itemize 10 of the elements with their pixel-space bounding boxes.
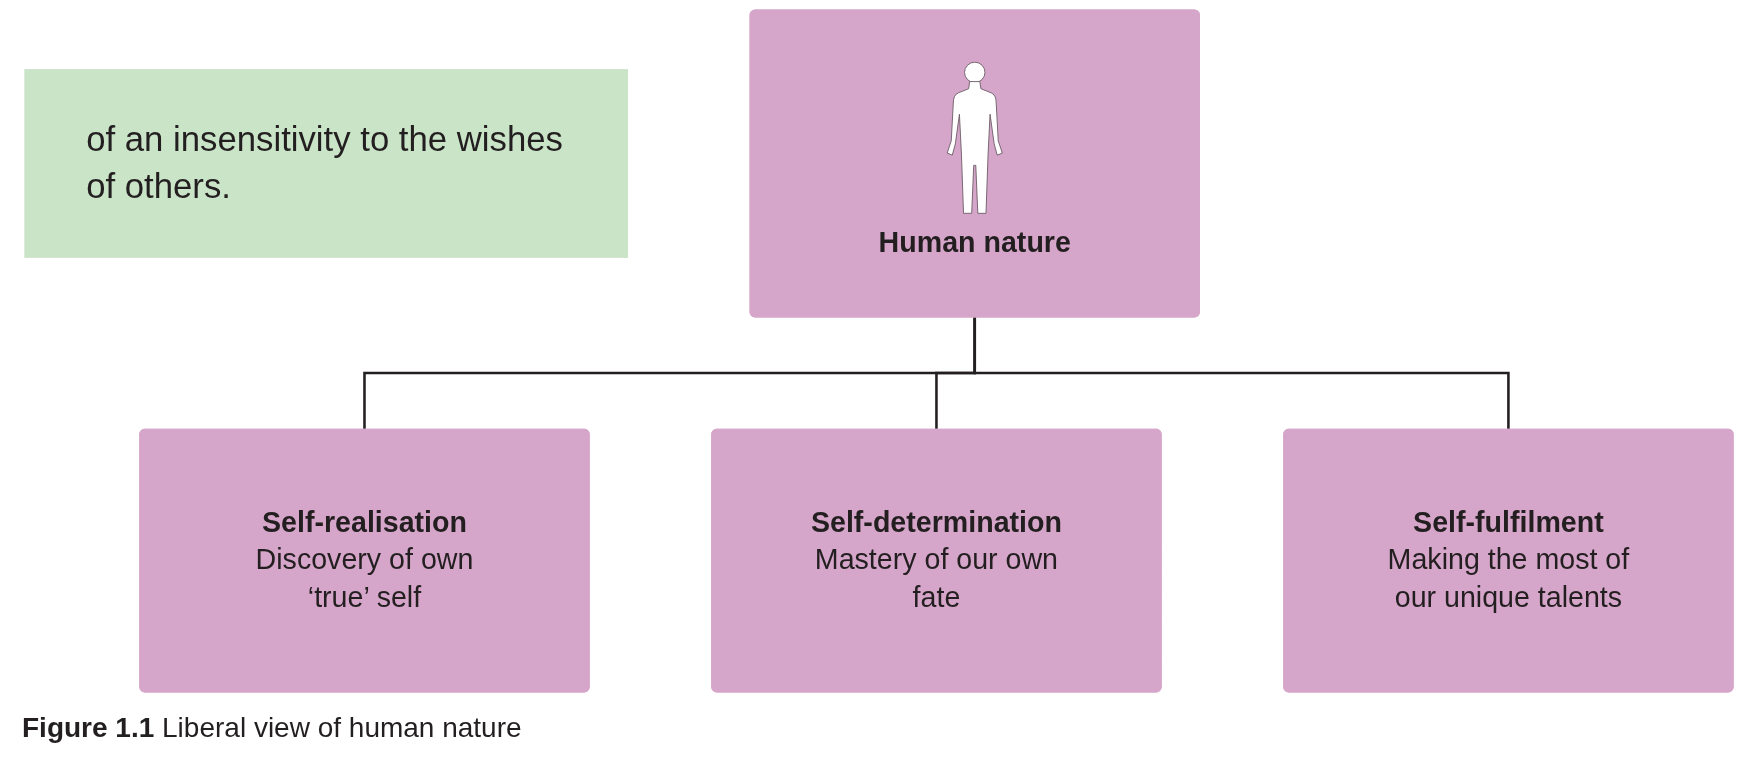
- box-heading: Self-determination: [810, 506, 1062, 539]
- connector-line: [973, 316, 1510, 430]
- box-description: Mastery of our own fate: [813, 543, 1060, 615]
- box-heading: Self-realisation: [261, 506, 467, 539]
- box-heading: Human nature: [878, 226, 1071, 259]
- box-description: Discovery of own ‘true’ self: [254, 543, 475, 615]
- note-text: of an insensitivity to the wishes of others.: [86, 119, 563, 206]
- box-heading: Self-fulfilment: [1413, 506, 1604, 539]
- figure-caption: Figure 1.1 Liberal view of human nature: [22, 712, 522, 744]
- box-description: Making the most of our unique talents: [1386, 543, 1631, 615]
